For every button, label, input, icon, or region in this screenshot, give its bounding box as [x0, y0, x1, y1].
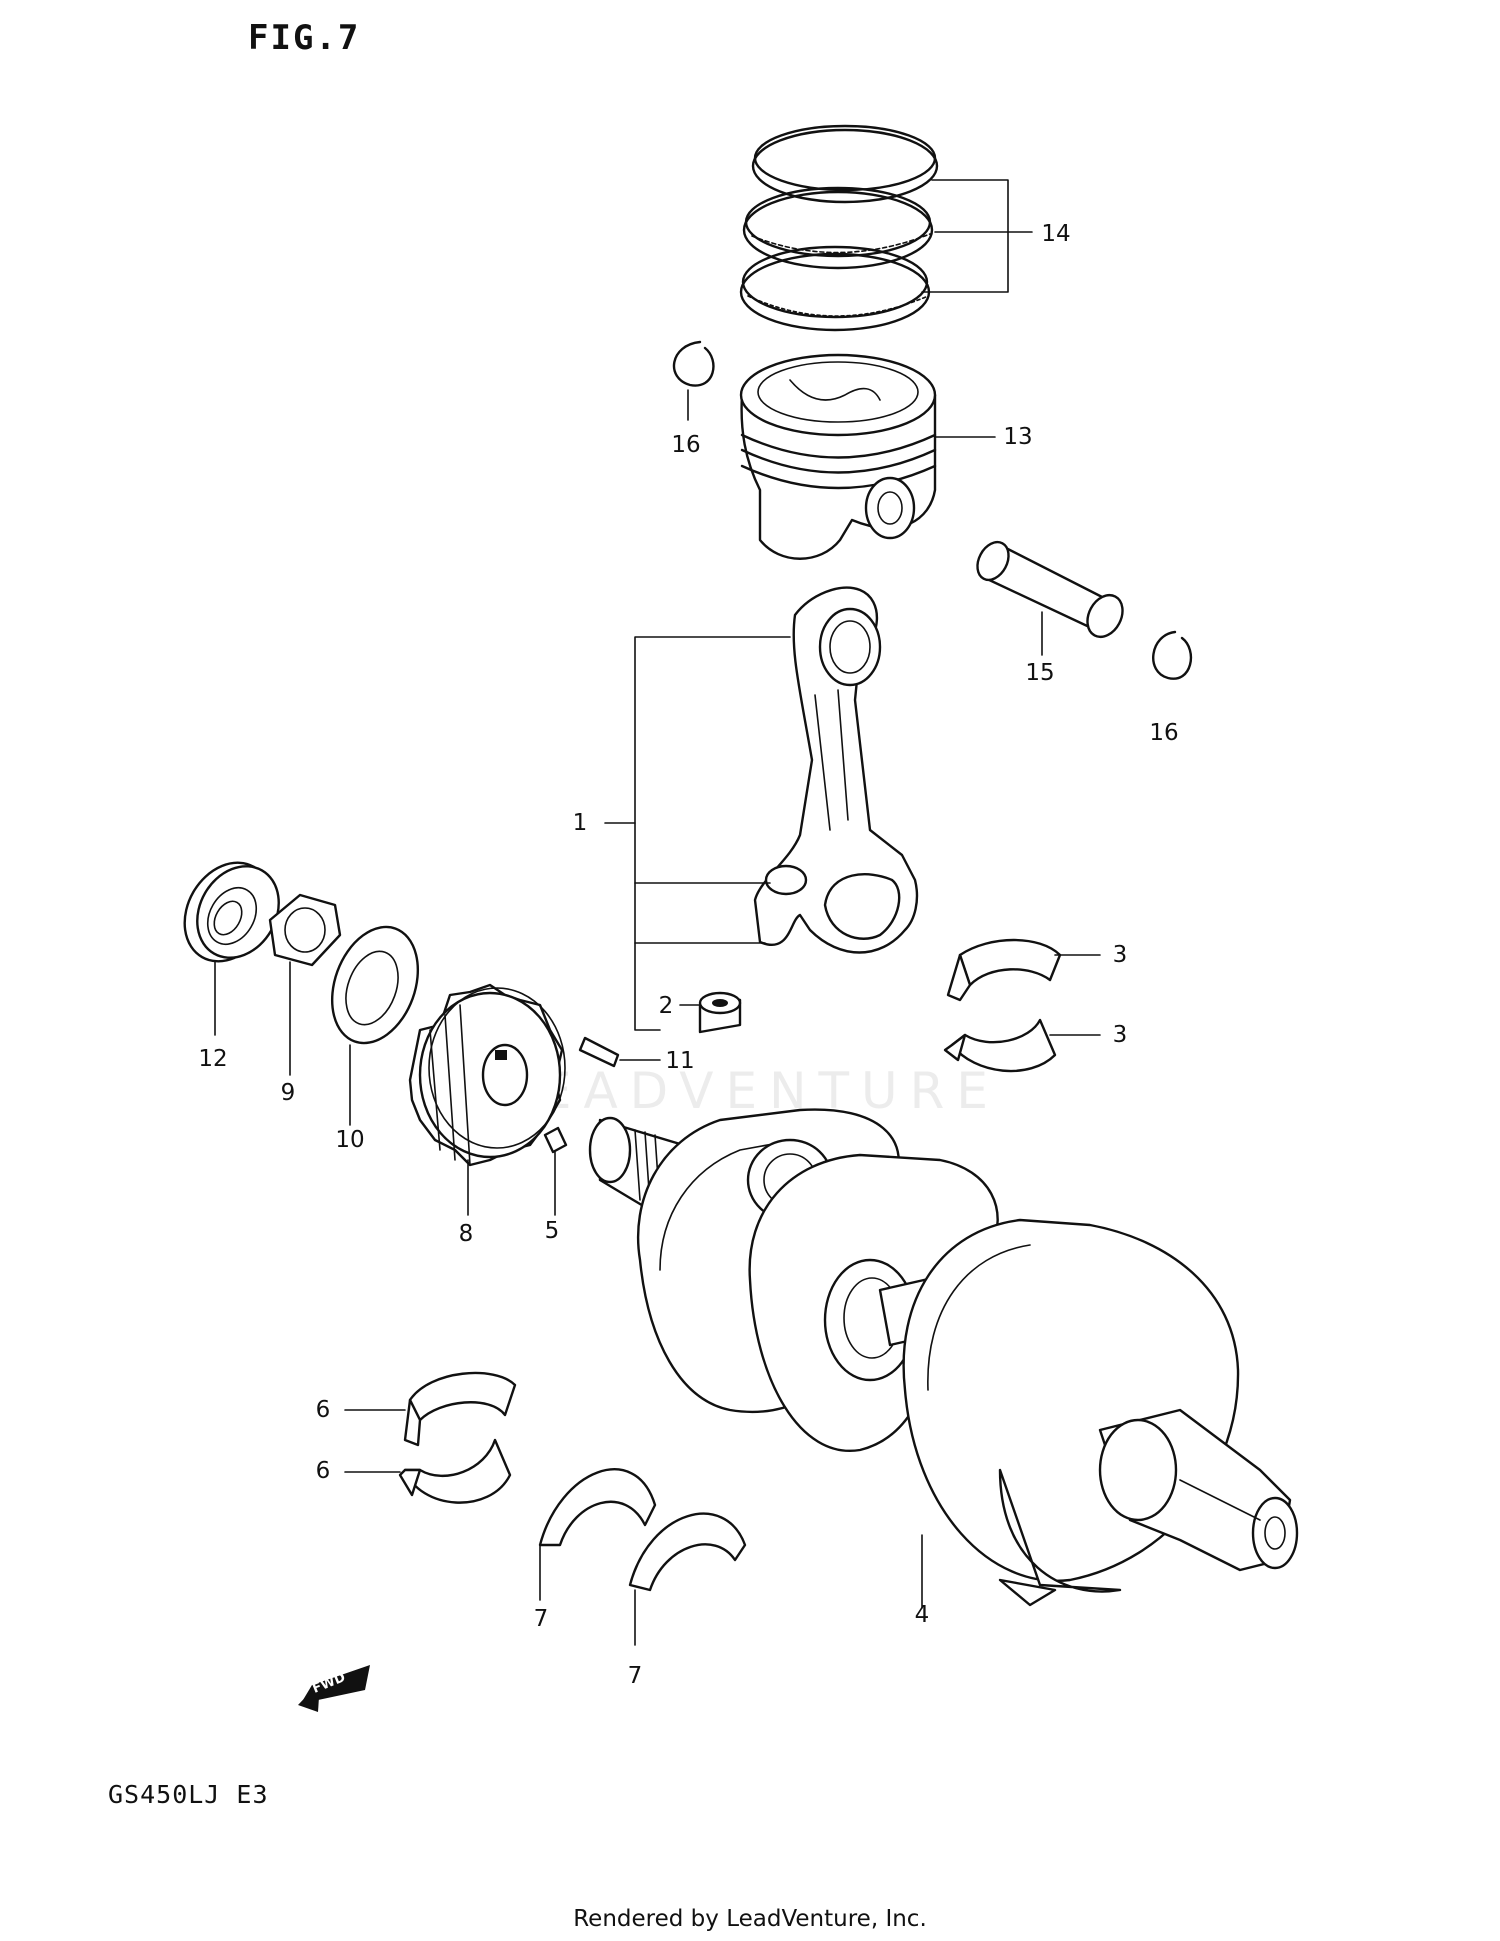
nut-art — [268, 893, 342, 967]
main-bearing-lower-art — [398, 1438, 512, 1504]
callout-10: 10 — [335, 1127, 365, 1153]
callout-3a: 3 — [1112, 942, 1128, 968]
key-art — [578, 1036, 620, 1068]
crankshaft-art — [588, 1108, 1299, 1607]
circlip-left-art — [672, 340, 715, 387]
callout-15: 15 — [1025, 660, 1055, 686]
callout-6a: 6 — [315, 1397, 331, 1423]
leader-1 — [604, 636, 791, 1031]
callout-11: 11 — [665, 1048, 695, 1074]
rod-bearing-lower-art — [943, 1018, 1057, 1073]
footer-credit: Rendered by LeadVenture, Inc. — [573, 1906, 927, 1932]
callout-14: 14 — [1041, 221, 1071, 247]
washer-art — [330, 925, 420, 1045]
thrust-washer-upper-art — [538, 1468, 657, 1547]
callout-6b: 6 — [315, 1458, 331, 1484]
callout-16a: 16 — [671, 432, 701, 458]
callout-16b: 16 — [1149, 720, 1179, 746]
thrust-washer-lower-art — [628, 1512, 747, 1592]
oil-seal-art — [183, 861, 280, 963]
rod-nut-art — [698, 991, 742, 1034]
watermark: LEADVENTURE — [500, 1062, 1000, 1120]
leader-14 — [921, 179, 1033, 293]
fwd-arrow-icon — [298, 1665, 370, 1712]
connecting-rod-art — [753, 586, 919, 954]
callout-2: 2 — [658, 993, 674, 1019]
piston-rings-art — [739, 124, 939, 332]
callout-13: 13 — [1003, 424, 1033, 450]
piston-art — [739, 353, 937, 560]
callout-9: 9 — [280, 1080, 296, 1106]
callout-1: 1 — [572, 810, 588, 836]
gear-art — [408, 983, 566, 1167]
figure-title: FIG.7 — [248, 18, 361, 58]
callout-8: 8 — [458, 1221, 474, 1247]
circlip-right-art — [1152, 630, 1193, 680]
rod-bearing-upper-art — [946, 938, 1062, 1002]
callout-7b: 7 — [627, 1663, 643, 1689]
callout-12: 12 — [198, 1046, 228, 1072]
main-bearing-upper-art — [403, 1371, 517, 1447]
callout-3b: 3 — [1112, 1022, 1128, 1048]
dowel-pin-art — [543, 1126, 568, 1154]
callout-5: 5 — [544, 1218, 560, 1244]
callout-7a: 7 — [533, 1606, 549, 1632]
callout-4: 4 — [914, 1602, 930, 1628]
model-code: GS450LJ E3 — [108, 1780, 269, 1809]
piston-pin-art — [976, 540, 1124, 639]
